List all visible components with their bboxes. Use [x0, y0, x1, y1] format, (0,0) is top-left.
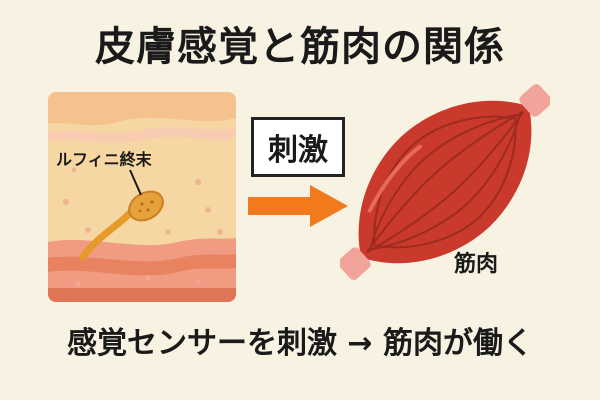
skin-bottom-band — [48, 288, 236, 302]
stimulus-label: 刺激 — [268, 133, 328, 168]
muscle-highlight — [367, 144, 422, 213]
label-pointer-line — [129, 169, 142, 196]
page-title: 皮膚感覚と筋肉の関係 — [95, 24, 505, 70]
skin-dermis-band — [48, 127, 236, 143]
tendon-right — [519, 84, 550, 117]
skin-cell-dot — [71, 167, 77, 173]
skin-cell-dot — [75, 281, 81, 287]
muscle-label: 筋肉 — [454, 252, 499, 277]
caption: 感覚センサーを刺激 → 筋肉が働く — [66, 326, 534, 361]
skin-deep-band — [48, 254, 236, 276]
tendon-left — [340, 247, 371, 280]
skin-cell-dot — [63, 199, 69, 205]
ruffini-label: ルフィニ終末 — [56, 150, 153, 169]
skin-cell-dot — [85, 227, 91, 233]
stimulus-box: 刺激 — [251, 117, 345, 177]
skin-cell-dot — [195, 279, 201, 285]
muscle-icon — [340, 84, 550, 280]
skin-cell-dot — [195, 179, 201, 185]
skin-cell-dot — [145, 275, 151, 281]
arrow-right-icon — [248, 185, 348, 227]
skin-cell-dot — [205, 207, 211, 213]
muscle-belly — [358, 100, 532, 264]
skin-epidermis — [48, 92, 236, 126]
ruffini-ending-icon — [128, 190, 164, 222]
skin-cell-dot — [217, 229, 223, 235]
skin-cell-dot — [165, 229, 171, 235]
skin-cross-section: ルフィニ終末 — [48, 92, 236, 302]
